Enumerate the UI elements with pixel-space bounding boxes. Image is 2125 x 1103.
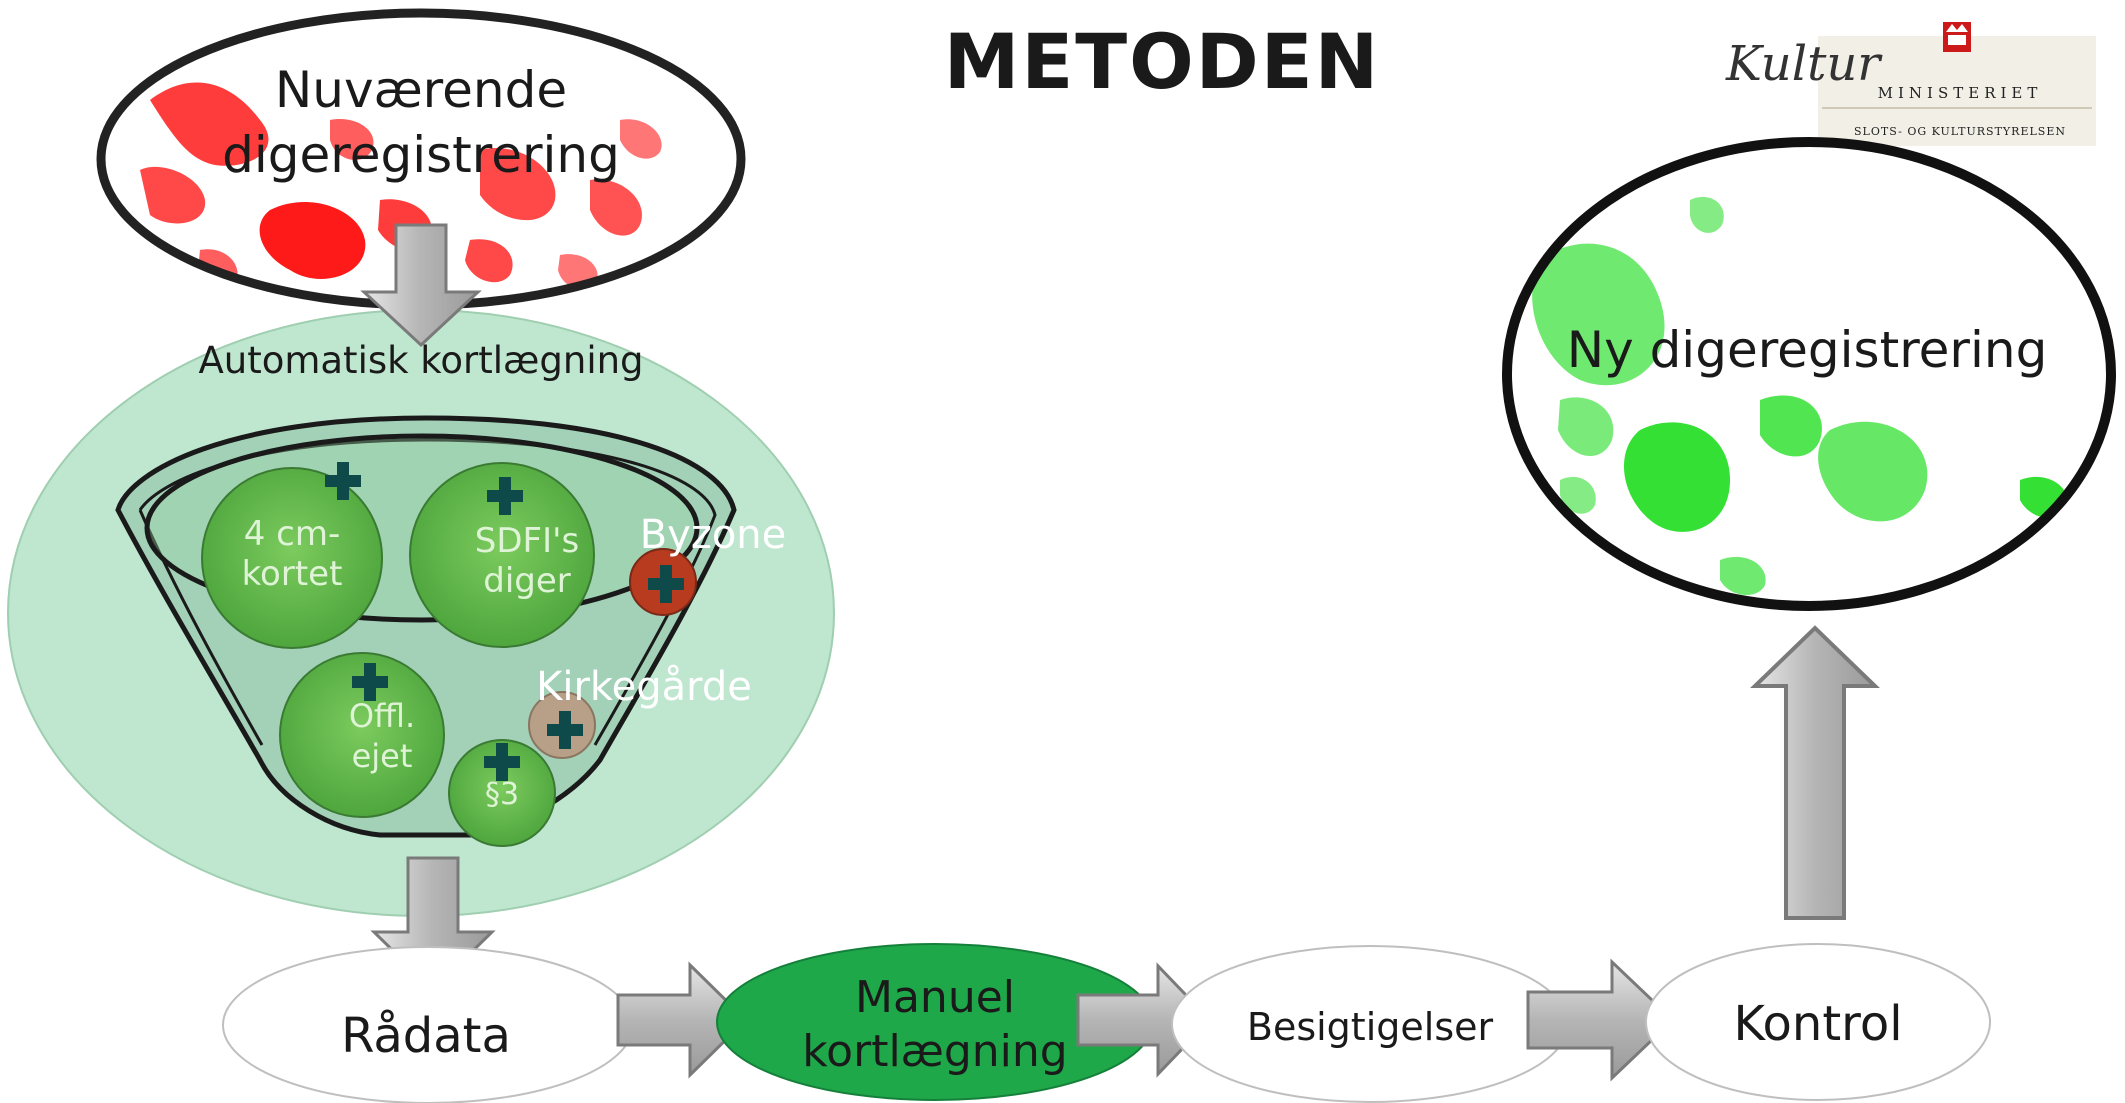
plus-icon xyxy=(648,565,684,603)
circle-paragraph-3-label: §3 xyxy=(485,777,519,812)
red-map-pattern xyxy=(140,82,662,290)
circle-4cm-kortet: 4 cm- kortet xyxy=(201,462,383,649)
circle-sdfi-line1: SDFI's xyxy=(475,521,579,561)
crown-icon xyxy=(1943,22,1971,52)
new-registration-ellipse: Ny digeregistrering xyxy=(1502,137,2116,611)
plus-icon xyxy=(325,462,361,500)
step-besigtigelser: Besigtigelser xyxy=(1171,945,1569,1103)
circle-offl-ejet: Offl. ejet xyxy=(279,652,445,818)
arrow-down-top xyxy=(360,223,482,348)
step-kontrol: Kontrol xyxy=(1645,943,1991,1101)
step-raadata: Rådata xyxy=(222,946,634,1103)
arrow-up-kontrol xyxy=(1750,625,1880,920)
arrow-right-3 xyxy=(1526,958,1676,1082)
current-registration-ellipse: Nuværende digeregistrering xyxy=(96,8,746,310)
byzone-marker: Byzone xyxy=(629,512,787,616)
circle-offl-line1: Offl. xyxy=(349,697,415,735)
besigtigelser-label: Besigtigelser xyxy=(1247,1005,1494,1049)
logo-script-text: Kultur xyxy=(1725,36,1883,92)
plus-icon xyxy=(352,663,388,701)
circle-4cm-line2: kortet xyxy=(242,554,343,594)
arrow-right-1 xyxy=(616,961,749,1079)
plus-icon xyxy=(487,477,523,515)
plus-icon xyxy=(547,711,583,749)
kirkegaarde-marker: Kirkegårde xyxy=(528,664,752,759)
manuel-line2: kortlægning xyxy=(802,1026,1067,1077)
current-registration-line2: digeregistrering xyxy=(222,126,620,184)
circle-4cm-line1: 4 cm- xyxy=(244,514,341,554)
kontrol-label: Kontrol xyxy=(1733,996,1902,1052)
logo-line2: SLOTS- OG KULTURSTYRELSEN xyxy=(1854,125,2066,138)
ministry-logo: Kultur MINISTERIET SLOTS- OG KULTURSTYRE… xyxy=(1725,22,2096,146)
green-map-pattern xyxy=(1532,196,2069,596)
raadata-label: Rådata xyxy=(341,1008,511,1064)
current-registration-line1: Nuværende xyxy=(275,61,567,119)
new-registration-label: Ny digeregistrering xyxy=(1567,321,2048,379)
manuel-line1: Manuel xyxy=(855,972,1015,1023)
logo-line1: MINISTERIET xyxy=(1878,84,2043,102)
byzone-label: Byzone xyxy=(640,512,787,558)
circle-offl-line2: ejet xyxy=(352,737,413,775)
funnel-label: Automatisk kortlægning xyxy=(198,339,643,382)
page-title: METODEN xyxy=(944,17,1381,106)
kirkegaarde-label: Kirkegårde xyxy=(536,664,752,710)
plus-icon xyxy=(484,743,520,781)
circle-sdfi-line2: diger xyxy=(483,561,571,601)
circle-paragraph-3: §3 xyxy=(448,739,556,847)
circle-sdfi-diger: SDFI's diger xyxy=(409,462,595,648)
